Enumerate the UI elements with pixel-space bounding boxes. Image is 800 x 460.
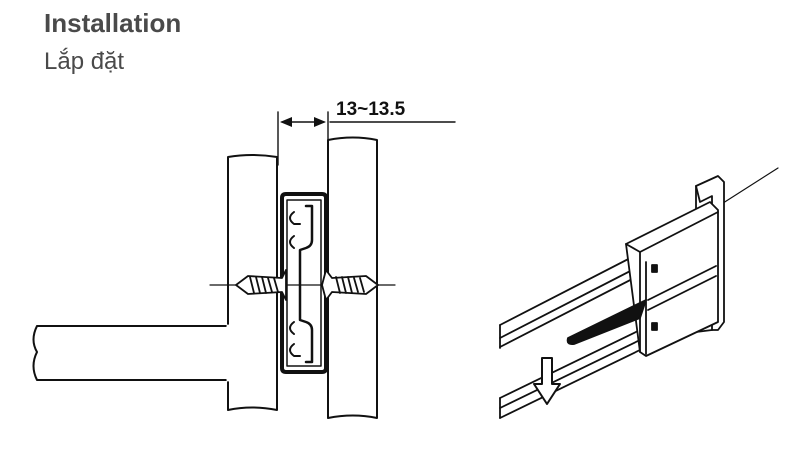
page-subtitle: Lắp đặt [44, 48, 125, 75]
screw-left [235, 269, 287, 301]
slide-profile [280, 192, 328, 374]
dimension-label: 13~13.5 [336, 99, 406, 120]
locking-lever [566, 299, 647, 346]
release-arrow-icon [533, 357, 561, 405]
page-title: Installation [44, 8, 182, 38]
dimension-marker [277, 111, 456, 166]
drawer-bottom-board [32, 325, 229, 381]
cross-section-figure [32, 111, 456, 419]
slide-perspective-figure [499, 167, 779, 419]
screw-right [321, 269, 379, 301]
